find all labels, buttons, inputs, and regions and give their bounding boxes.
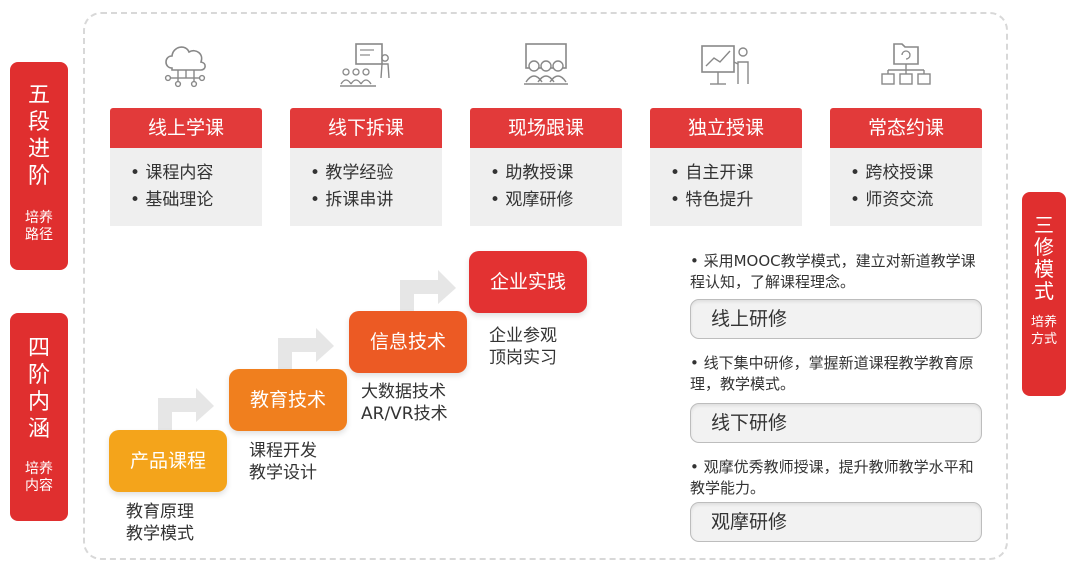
stage-item: • 基础理论 xyxy=(130,190,214,210)
stage-item: • 师资交流 xyxy=(850,190,934,210)
step-info-tech: 信息技术 xyxy=(349,311,467,373)
mode-observation-study: 观摩研修 xyxy=(690,502,982,542)
step-note-line: 教育原理 xyxy=(126,502,194,522)
stage-title: 独立授课 xyxy=(650,108,802,148)
classroom-group-icon xyxy=(524,43,568,85)
stage-item: • 拆课串讲 xyxy=(310,190,394,210)
cloud-network-icon xyxy=(164,46,206,88)
stage-title: 常态约课 xyxy=(830,108,982,148)
stage-item: • 助教授课 xyxy=(490,163,574,183)
stage-title: 线上学课 xyxy=(110,108,262,148)
lecture-audience-icon xyxy=(340,43,390,87)
stage-item: • 教学经验 xyxy=(310,163,394,183)
mode-description: • 采用MOOC教学模式，建立对新道教学课程认知，了解课程理念。 xyxy=(690,252,976,291)
stage-body: • 跨校授课 • 师资交流 xyxy=(830,148,982,226)
step-note-line: 企业参观 xyxy=(489,326,557,346)
side-tag-modes-title: 三修模式 xyxy=(1034,213,1054,303)
stage-independent-teaching: 独立授课 • 自主开课 • 特色提升 xyxy=(650,26,802,226)
step-note: 课程开发 教学设计 xyxy=(249,440,317,484)
stage-body: • 自主开课 • 特色提升 xyxy=(650,148,802,226)
stage-title: 现场跟课 xyxy=(470,108,622,148)
folder-network-icon xyxy=(881,43,931,85)
step-note-line: 教学设计 xyxy=(249,463,317,483)
side-tag-stages-subtitle: 培养路径 xyxy=(25,210,53,243)
step-note-line: 顶岗实习 xyxy=(489,348,557,368)
step-note-line: 教学模式 xyxy=(126,524,194,544)
step-product-course: 产品课程 xyxy=(109,430,227,492)
mode-description: • 线下集中研修，掌握新道课程教学教育原理，教学模式。 xyxy=(690,354,974,393)
stage-onsite-follow: 现场跟课 • 助教授课 • 观摩研修 xyxy=(470,26,622,226)
side-tag-stages-title: 五段进阶 xyxy=(27,83,50,189)
step-education-tech: 教育技术 xyxy=(229,369,347,431)
side-tag-levels: 四阶内涵 培养内容 xyxy=(10,313,68,521)
step-note: 教育原理 教学模式 xyxy=(126,501,194,545)
stage-item: • 观摩研修 xyxy=(490,190,574,210)
stage-title: 线下拆课 xyxy=(290,108,442,148)
step-note: 企业参观 顶岗实习 xyxy=(489,325,557,369)
step-arrow-icon xyxy=(278,328,334,372)
step-enterprise-practice: 企业实践 xyxy=(469,251,587,313)
presenter-chart-icon xyxy=(701,45,749,85)
mode-offline-study: 线下研修 xyxy=(690,403,982,443)
dashed-frame xyxy=(83,12,1008,560)
side-tag-levels-title: 四阶内涵 xyxy=(27,336,50,442)
stage-online-study: 线上学课 • 课程内容 • 基础理论 xyxy=(110,26,262,226)
step-arrow-icon xyxy=(400,270,456,314)
stage-item: • 课程内容 xyxy=(130,163,214,183)
side-tag-modes: 三修模式 培养方式 xyxy=(1022,192,1066,396)
mode-online-study: 线上研修 xyxy=(690,299,982,339)
side-tag-levels-subtitle: 培养内容 xyxy=(25,461,53,494)
step-note-line: AR/VR技术 xyxy=(361,404,448,424)
step-note: 大数据技术 AR/VR技术 xyxy=(361,381,448,425)
stage-offline-breakdown: 线下拆课 • 教学经验 • 拆课串讲 xyxy=(290,26,442,226)
step-note-line: 大数据技术 xyxy=(361,382,446,402)
stage-item: • 跨校授课 xyxy=(850,163,934,183)
step-note-line: 课程开发 xyxy=(249,441,317,461)
stage-item: • 自主开课 xyxy=(670,163,754,183)
stage-body: • 教学经验 • 拆课串讲 xyxy=(290,148,442,226)
step-arrow-icon xyxy=(158,388,214,432)
side-tag-stages: 五段进阶 培养路径 xyxy=(10,62,68,270)
mode-description: • 观摩优秀教师授课，提升教师教学水平和教学能力。 xyxy=(690,458,974,497)
stage-item: • 特色提升 xyxy=(670,190,754,210)
stage-body: • 课程内容 • 基础理论 xyxy=(110,148,262,226)
side-tag-modes-subtitle: 培养方式 xyxy=(1030,315,1057,347)
stage-regular-booking: 常态约课 • 跨校授课 • 师资交流 xyxy=(830,26,982,226)
stage-body: • 助教授课 • 观摩研修 xyxy=(470,148,622,226)
